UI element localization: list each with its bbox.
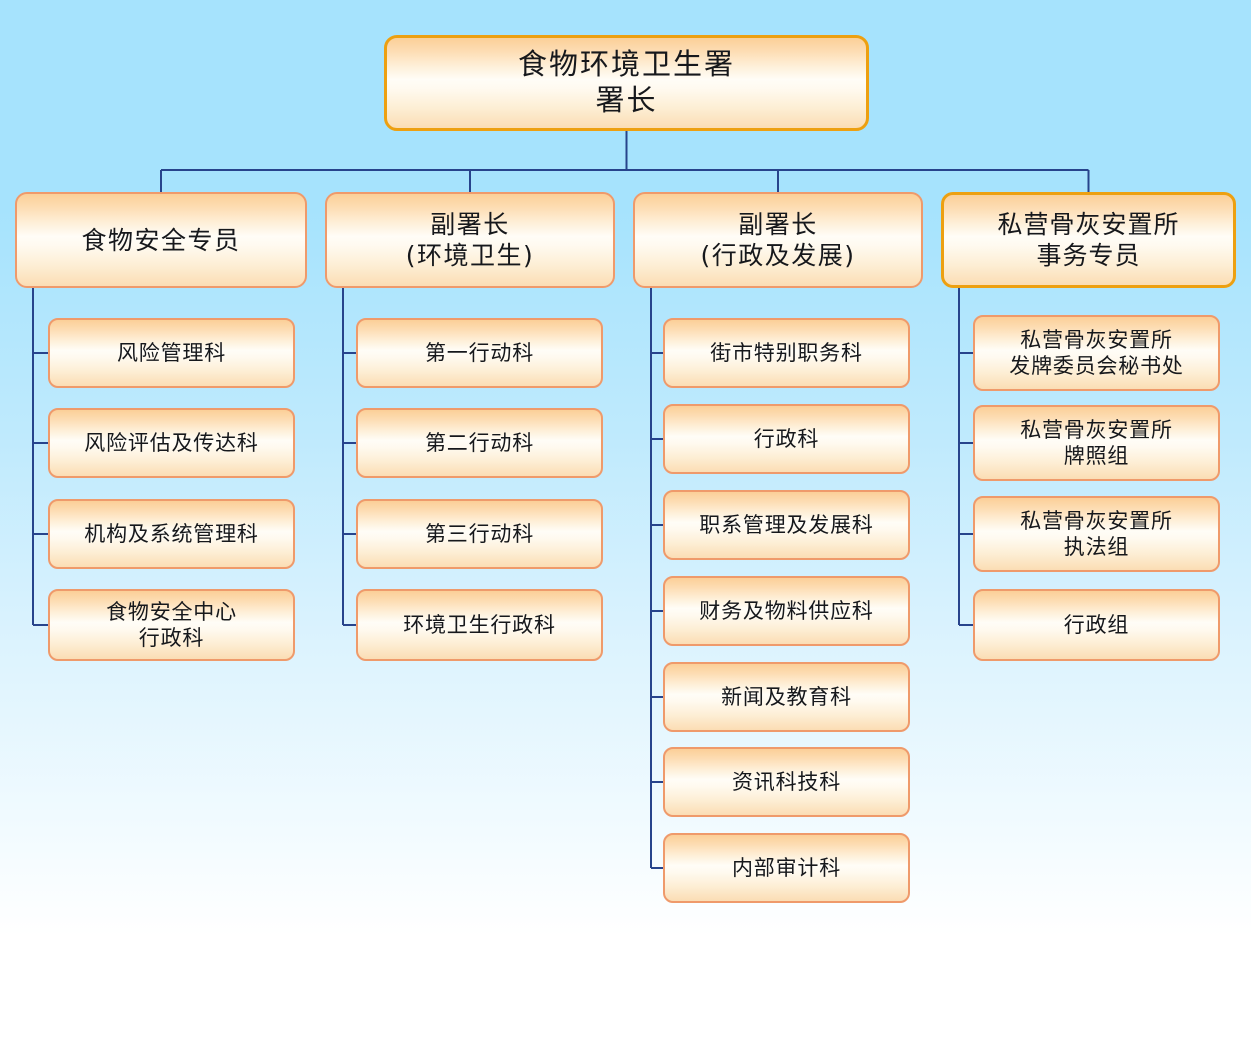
level2-node-food-safety-officer[interactable]: 食物安全专员: [15, 192, 307, 288]
level3-node-private-columbaria-affairs-officer-3[interactable]: 行政组: [973, 589, 1220, 661]
level3-node-deputy-director-administration-development-6[interactable]: 内部审计科: [663, 833, 910, 903]
level2-node-private-columbaria-affairs-officer[interactable]: 私营骨灰安置所 事务专员: [941, 192, 1236, 288]
level3-node-deputy-director-environmental-hygiene-2[interactable]: 第三行动科: [356, 499, 603, 569]
level3-node-deputy-director-administration-development-1[interactable]: 行政科: [663, 404, 910, 474]
level3-node-private-columbaria-affairs-officer-2[interactable]: 私营骨灰安置所 执法组: [973, 496, 1220, 572]
level3-node-deputy-director-environmental-hygiene-1[interactable]: 第二行动科: [356, 408, 603, 478]
level3-node-food-safety-officer-2[interactable]: 机构及系统管理科: [48, 499, 295, 569]
level2-node-deputy-director-environmental-hygiene[interactable]: 副署长 (环境卫生): [325, 192, 615, 288]
level3-node-deputy-director-administration-development-5[interactable]: 资讯科技科: [663, 747, 910, 817]
level3-node-deputy-director-administration-development-0[interactable]: 街市特别职务科: [663, 318, 910, 388]
level3-node-private-columbaria-affairs-officer-0[interactable]: 私营骨灰安置所 发牌委员会秘书处: [973, 315, 1220, 391]
level3-node-deputy-director-administration-development-3[interactable]: 财务及物料供应科: [663, 576, 910, 646]
level3-node-deputy-director-administration-development-4[interactable]: 新闻及教育科: [663, 662, 910, 732]
level3-node-deputy-director-environmental-hygiene-0[interactable]: 第一行动科: [356, 318, 603, 388]
level3-node-deputy-director-environmental-hygiene-3[interactable]: 环境卫生行政科: [356, 589, 603, 661]
level3-node-food-safety-officer-0[interactable]: 风险管理科: [48, 318, 295, 388]
level3-node-deputy-director-administration-development-2[interactable]: 职系管理及发展科: [663, 490, 910, 560]
root-node-director[interactable]: 食物环境卫生署 署长: [384, 35, 869, 131]
level3-node-food-safety-officer-3[interactable]: 食物安全中心 行政科: [48, 589, 295, 661]
level3-node-private-columbaria-affairs-officer-1[interactable]: 私营骨灰安置所 牌照组: [973, 405, 1220, 481]
level2-node-deputy-director-administration-development[interactable]: 副署长 (行政及发展): [633, 192, 923, 288]
level3-node-food-safety-officer-1[interactable]: 风险评估及传达科: [48, 408, 295, 478]
